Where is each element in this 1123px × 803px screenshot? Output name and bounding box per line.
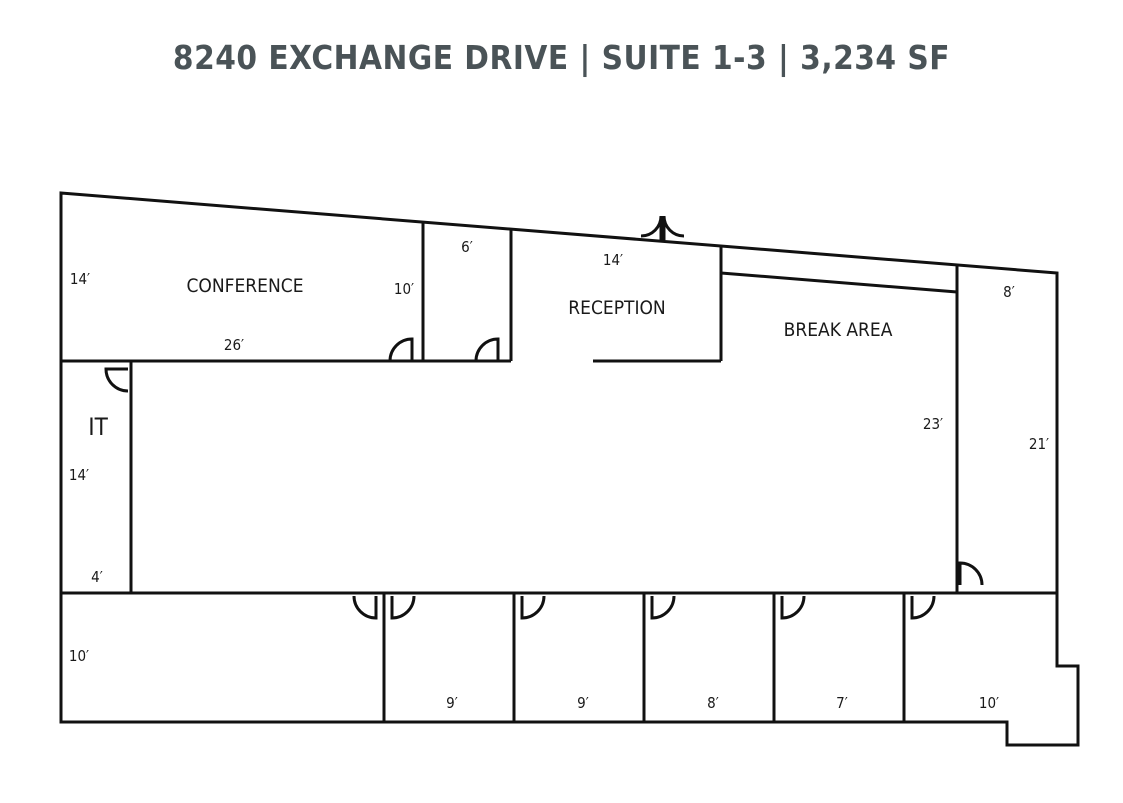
conference-door: [388, 337, 414, 362]
room-label-reception: RECEPTION: [568, 297, 665, 319]
outer-wall: [59, 191, 1080, 747]
dim-corner-office-height: 21′: [1029, 435, 1049, 453]
office-4-door: [780, 595, 806, 620]
corner-office-door: [958, 561, 984, 586]
entry-door-right: [662, 215, 685, 240]
dim-office-2-width: 9′: [577, 694, 589, 712]
dim-break-area-height: 23′: [923, 415, 943, 433]
entry-door-left: [640, 215, 663, 240]
dim-corner-office-width: 8′: [1003, 283, 1015, 301]
it-door: [104, 367, 129, 393]
dim-closet-width: 6′: [461, 238, 473, 256]
room-label-conference: CONFERENCE: [186, 275, 303, 297]
break-area-top-band: [720, 271, 958, 294]
room-label-it: IT: [88, 413, 108, 441]
dim-conference-side: 10′: [394, 280, 414, 298]
dim-conference-width: 26′: [224, 336, 244, 354]
dim-office-5-width: 10′: [979, 694, 999, 712]
dim-conference-height: 14′: [70, 270, 90, 288]
dim-office-3-width: 8′: [707, 694, 719, 712]
dim-reception-width: 14′: [603, 251, 623, 269]
office-3-door: [650, 595, 676, 620]
office-1-door: [390, 595, 416, 620]
office-5-door: [910, 595, 936, 620]
dim-office-4-width: 7′: [836, 694, 848, 712]
dim-it-height: 14′: [69, 466, 89, 484]
room-label-break-area: BREAK AREA: [784, 319, 893, 341]
dim-bottom-left-height: 10′: [69, 647, 89, 665]
bottom-left-office-door: [352, 595, 378, 620]
dim-office-1-width: 9′: [446, 694, 458, 712]
office-2-door: [520, 595, 546, 620]
closet-door: [474, 337, 500, 362]
dim-it-width: 4′: [91, 568, 103, 586]
plan-title: 8240 EXCHANGE DRIVE | SUITE 1-3 | 3,234 …: [172, 38, 951, 77]
